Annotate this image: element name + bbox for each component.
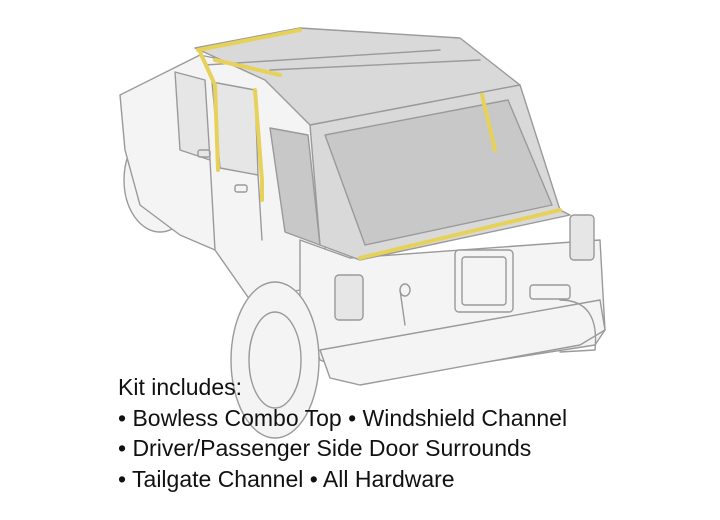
side-channel-top (213, 58, 282, 77)
side-quarter-window (269, 127, 321, 246)
door-surround-front (198, 50, 220, 172)
rear-wheel-hub (248, 311, 302, 409)
tail-light-left (334, 274, 364, 321)
roof-seam (204, 49, 441, 66)
rear-wheel (230, 281, 320, 439)
windshield-channel (196, 28, 302, 52)
license-plate-inner (461, 256, 507, 306)
front-door-window (174, 71, 211, 161)
kit-line-3: • Tailgate Channel • All Hardware (118, 465, 455, 492)
door-line (209, 159, 216, 251)
tail-light-right (569, 214, 595, 261)
door-surround-rear (253, 88, 264, 202)
tailgate-handle (399, 289, 406, 326)
license-plate (454, 249, 514, 313)
kit-line-2: • Driver/Passenger Side Door Surrounds (118, 435, 532, 461)
rear-corner-channel (480, 93, 497, 152)
kit-includes-text: Kit includes: • Bowless Combo Top • Wind… (118, 372, 567, 494)
rear-window (324, 99, 553, 246)
door-handle-2 (234, 184, 248, 193)
tailgate-channel (358, 208, 562, 260)
bumper-slot (529, 284, 571, 300)
rear-bumper (319, 299, 606, 386)
roof-seam-2 (269, 59, 481, 71)
kit-heading: Kit includes: (118, 374, 243, 400)
door-line-2 (257, 174, 263, 241)
spare-wheel (559, 299, 597, 353)
kit-line-1: • Bowless Combo Top • Windshield Channel (118, 404, 568, 431)
door-handle (197, 149, 211, 158)
tailgate-handle-grip (399, 283, 411, 297)
